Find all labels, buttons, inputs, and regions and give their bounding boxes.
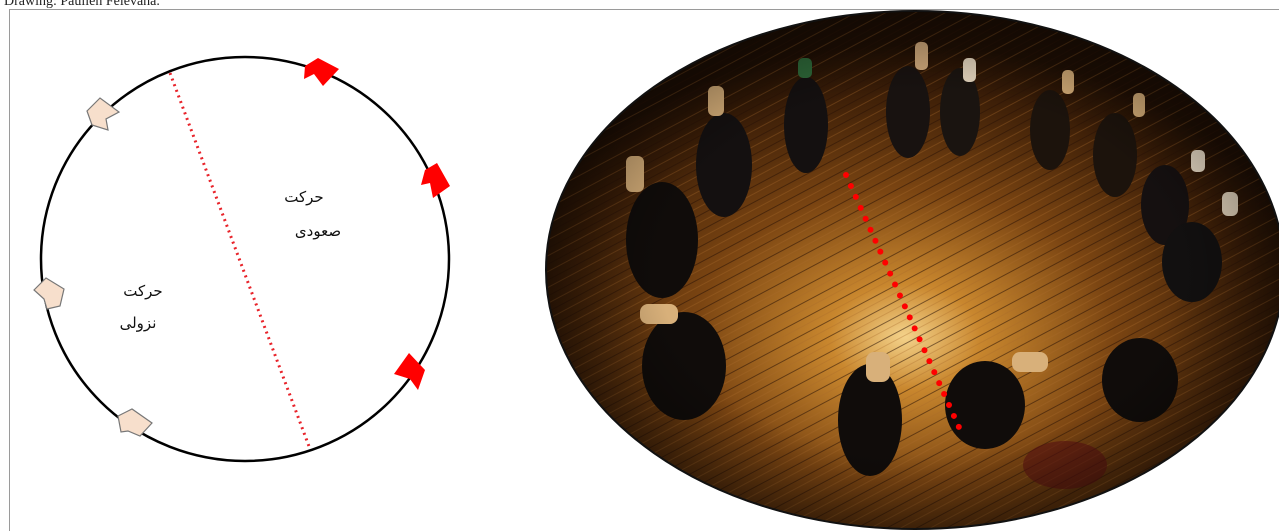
ascending-arrow-icon — [304, 58, 339, 86]
descending-label-line1: حرکت — [123, 282, 162, 300]
divider-line — [168, 72, 312, 450]
ascending-arrow-icon — [421, 163, 450, 198]
rotation-circle — [39, 55, 451, 463]
descending-label-line2: نزولی — [120, 314, 157, 332]
circle-diagram: حرکت صعودی حرکت نزولی — [33, 55, 451, 463]
photo-marker-line — [843, 172, 965, 437]
figure-frame — [9, 9, 1279, 531]
descending-arrow-icon — [86, 97, 121, 131]
ascending-label-line1: حرکت — [284, 188, 323, 206]
figure-caption: Drawing: Paulien Felevana. — [4, 0, 160, 9]
ascending-arrow-icon — [394, 353, 425, 390]
descending-arrow-icon — [117, 408, 153, 437]
descending-arrow-icon — [33, 277, 65, 310]
whirling-dervishes-photo — [546, 11, 1279, 529]
photo-oval-border — [545, 10, 1279, 530]
ascending-label-line2: صعودی — [295, 222, 341, 240]
